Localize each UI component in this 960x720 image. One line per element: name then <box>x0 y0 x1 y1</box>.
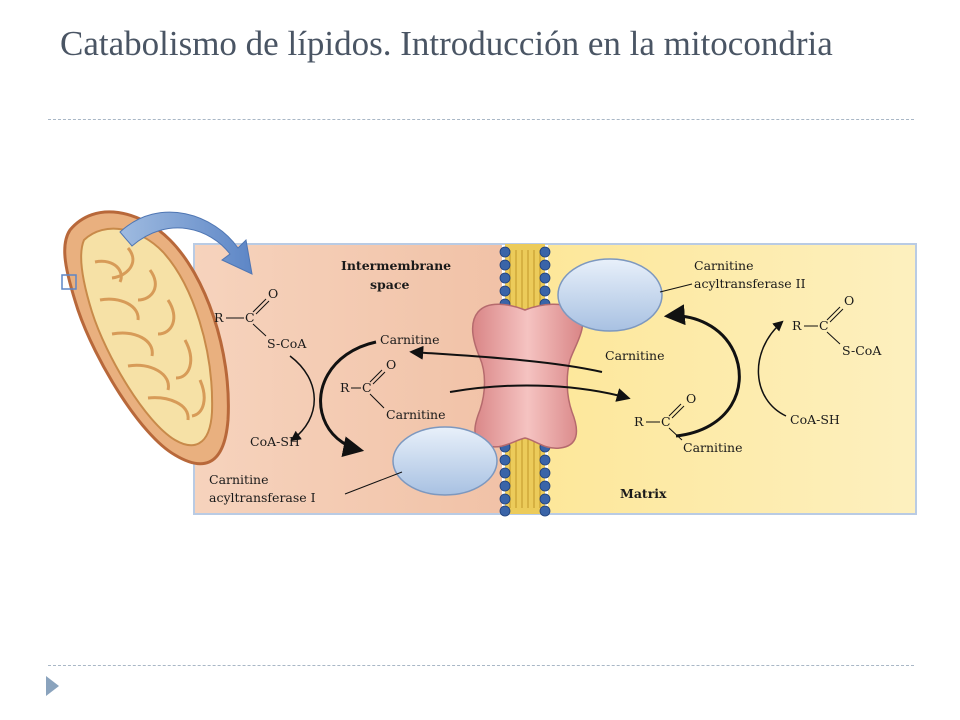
left-acylcoa-scoa: S-CoA <box>267 336 307 351</box>
carnitine-out-arrow <box>409 345 603 373</box>
right-enzyme-line2: acyltransferase II <box>694 276 806 291</box>
zoom-arrow <box>119 211 253 275</box>
left-acylcarn-c: C <box>362 380 372 395</box>
right-carnitine-cycle-arrow <box>663 304 741 438</box>
left-carnitine-cycle-arrow <box>319 340 377 457</box>
right-enzyme-line1: Carnitine <box>694 258 754 273</box>
left-carnitine-free: Carnitine <box>380 332 440 347</box>
zoom-region-marker <box>61 274 77 290</box>
acylcarnitine-in-arrow <box>449 384 631 402</box>
right-enzyme-pointer <box>659 283 693 293</box>
intermembrane-label-line1: Intermembrane <box>341 258 451 273</box>
right-acylcarn-carnitine: Carnitine <box>683 440 743 455</box>
left-coash: CoA-SH <box>250 434 300 449</box>
left-acyl-carnitine: R C O Carnitine <box>340 357 446 422</box>
right-acylcoa-scoa: S-CoA <box>842 343 882 358</box>
carnitine-acyltransferase-ii-enzyme <box>557 258 663 332</box>
right-acylcarn-c: C <box>661 414 671 429</box>
matrix-label: Matrix <box>620 486 667 501</box>
right-acyl-coa: R C O S-CoA <box>792 293 882 358</box>
left-acylcarn-r: R <box>340 380 350 395</box>
left-enzyme-line2: acyltransferase I <box>209 490 316 505</box>
right-carnitine-free: Carnitine <box>605 348 665 363</box>
left-acylcoa-to-coash-arrow <box>289 355 315 442</box>
intermembrane-label-line2: space <box>370 277 409 292</box>
translocase-transporter <box>471 303 584 449</box>
left-acylcoa-c: C <box>245 310 255 325</box>
right-acyl-carnitine: R C O Carnitine <box>634 391 743 455</box>
left-enzyme-pointer <box>344 471 403 495</box>
top-divider <box>48 119 914 120</box>
mitochondrion-illustration <box>61 210 230 466</box>
left-acylcoa-r: R <box>214 310 224 325</box>
bullet-triangle-icon <box>46 676 59 696</box>
left-acylcarn-carnitine: Carnitine <box>386 407 446 422</box>
right-acylcoa-c: C <box>819 318 829 333</box>
right-acylcoa-r: R <box>792 318 802 333</box>
slide-title: Catabolismo de lípidos. Introducción en … <box>60 24 833 63</box>
right-acylcarn-o: O <box>686 391 696 406</box>
right-acylcarn-r: R <box>634 414 644 429</box>
left-acylcarn-o: O <box>386 357 396 372</box>
right-coash: CoA-SH <box>790 412 840 427</box>
left-acyl-coa: R C O S-CoA <box>214 286 307 351</box>
left-acylcoa-o: O <box>268 286 278 301</box>
right-acylcoa-o: O <box>844 293 854 308</box>
bottom-divider <box>48 665 914 666</box>
left-enzyme-line1: Carnitine <box>209 472 269 487</box>
carnitine-acyltransferase-i-enzyme <box>392 426 498 496</box>
right-coash-to-acylcoa-arrow <box>757 320 787 417</box>
